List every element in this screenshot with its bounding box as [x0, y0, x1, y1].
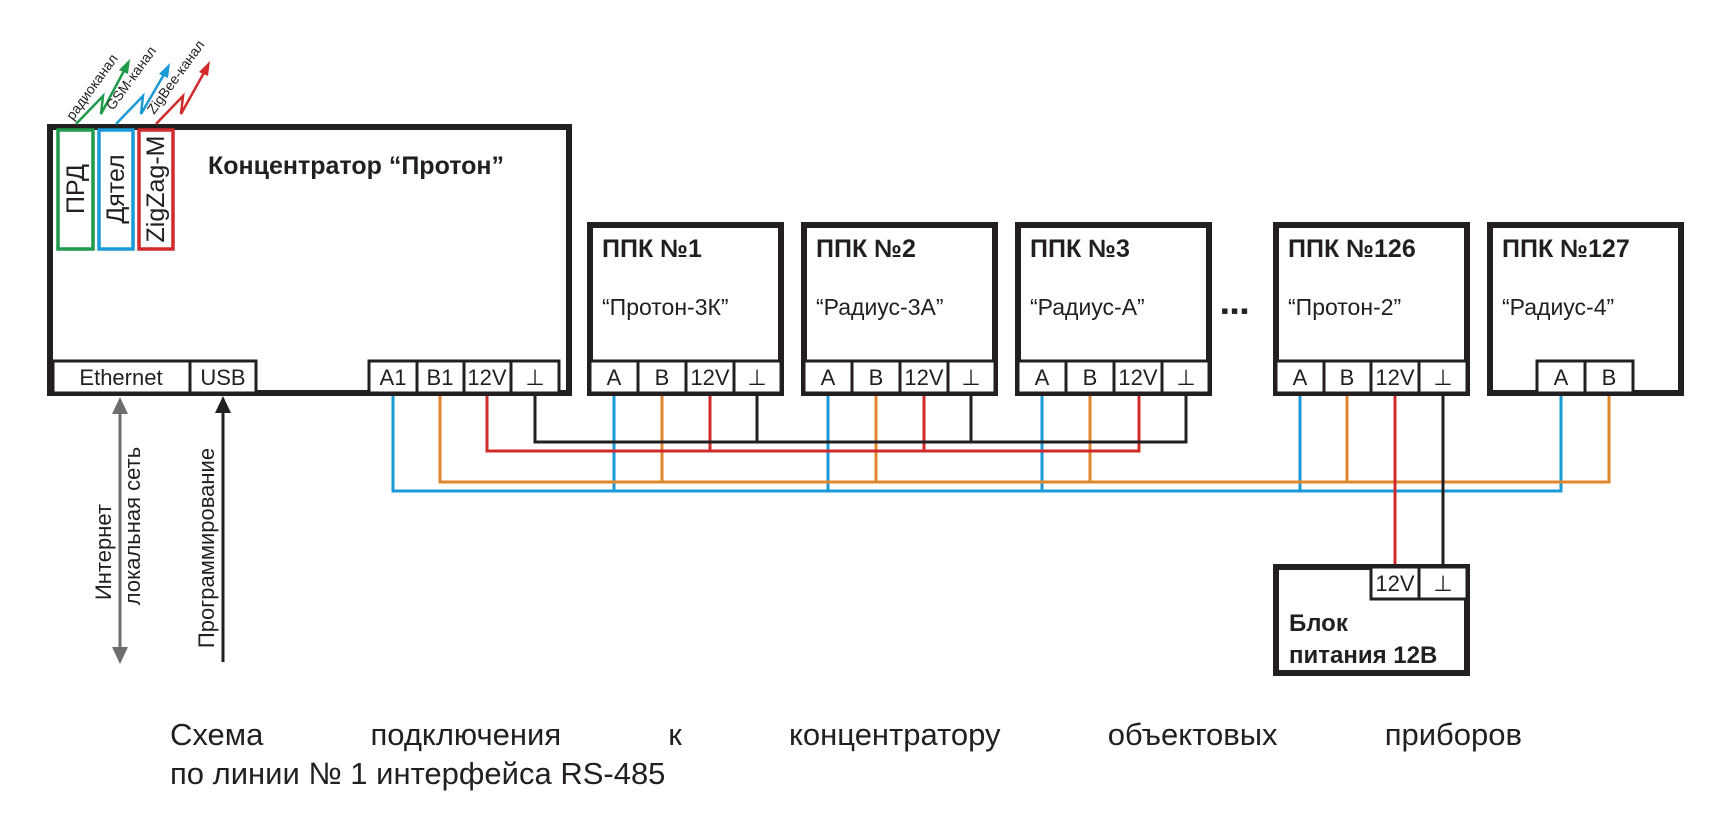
- ethernet-port: [51, 359, 192, 395]
- concentrator-terminal-gnd: [509, 359, 561, 395]
- network-arrow-down-head: [112, 647, 128, 664]
- psu-terminal-label: 12V: [1375, 571, 1414, 596]
- gsm-channel-arrow: [115, 70, 168, 125]
- ethernet-port-label: Ethernet: [79, 365, 162, 390]
- module-zigzag-frame: [137, 128, 175, 251]
- gsm-channel-arrowhead: [159, 63, 170, 78]
- module-prd-frame: [56, 128, 95, 251]
- wire-gnd-bus: [533, 393, 1188, 444]
- psu-title-line2: питания 12В: [1289, 642, 1437, 669]
- wire-b-bus: [438, 393, 1611, 484]
- device-model: “Радиус-4”: [1502, 294, 1614, 320]
- bus-wires: [391, 393, 1611, 567]
- device-terminal-label: A: [1554, 365, 1569, 390]
- device-terminal-label: A: [607, 365, 622, 390]
- device-title: ППК №2: [816, 235, 916, 263]
- network-arrow-up-head: [112, 397, 128, 414]
- programming-arrow: [215, 396, 231, 662]
- module-prd-label: ПРД: [62, 164, 90, 214]
- concentrator: Концентратор “Протон” ПРД Дятел ZigZag-M…: [47, 37, 572, 396]
- concentrator-box: [47, 124, 572, 396]
- concentrator-terminal-label: A1: [380, 365, 407, 390]
- device-terminal-label: ⊥: [961, 365, 980, 390]
- radio-channel-label: радиоканал: [62, 51, 120, 123]
- device-terminal-label: B: [1083, 365, 1098, 390]
- usb-port: [188, 359, 258, 395]
- device-title: ППК №126: [1288, 235, 1416, 263]
- programming-arrow-head: [215, 396, 231, 413]
- wireless-channels: [75, 59, 210, 125]
- device-terminal-label: A: [1035, 365, 1050, 390]
- psu-terminal-label: ⊥: [1433, 571, 1452, 596]
- module-zigzag-label: ZigZag-M: [142, 136, 170, 243]
- caption-line-2: по линии № 1 интерфейса RS-485: [170, 756, 666, 791]
- device-terminal-label: B: [655, 365, 670, 390]
- radio-channel-arrowhead: [119, 59, 130, 74]
- zigbee-channel-arrow: [155, 68, 208, 125]
- network-label-line2: локальная сеть: [120, 447, 145, 605]
- network-arrow: [112, 397, 128, 664]
- device-ppk3: ППК №3 “Радиус-А” A B 12V ⊥: [1015, 222, 1212, 396]
- concentrator-terminal-label: 12V: [467, 365, 506, 390]
- device-terminal-label: B: [1602, 365, 1617, 390]
- device-terminal-label: ⊥: [747, 365, 766, 390]
- device-terminal-label: 12V: [1375, 365, 1414, 390]
- device-terminal-label: ⊥: [1176, 365, 1195, 390]
- device-terminal-label: B: [1340, 365, 1355, 390]
- psu-title-line1: Блок: [1289, 610, 1349, 637]
- device-terminal-label: 12V: [904, 365, 943, 390]
- device-ellipsis: ▪▪▪: [1221, 298, 1250, 323]
- device-terminal-label: A: [821, 365, 836, 390]
- device-model: “Протон-2”: [1288, 294, 1401, 320]
- device-terminal-label: ⊥: [1433, 365, 1452, 390]
- device-ppk2: ППК №2 “Радиус-3А” A B 12V ⊥: [801, 222, 998, 396]
- power-supply: 12V ⊥ Блок питания 12В: [1273, 564, 1470, 676]
- concentrator-terminal-label: B1: [427, 365, 454, 390]
- device-title: ППК №127: [1502, 235, 1630, 263]
- device-ppk126: ППК №126 “Протон-2” A B 12V ⊥: [1273, 222, 1470, 396]
- concentrator-title: Концентратор “Протон”: [208, 152, 504, 180]
- zigbee-channel-arrowhead: [199, 61, 210, 76]
- wire-12v-bus: [485, 393, 1141, 453]
- module-dyatel-frame: [97, 128, 135, 251]
- device-terminal-label: B: [869, 365, 884, 390]
- caption-line-1: Схема подключения к концентратору объект…: [170, 717, 1522, 752]
- device-model: “Радиус-А”: [1030, 294, 1145, 320]
- device-terminal-label: 12V: [690, 365, 729, 390]
- concentrator-terminal-label: ⊥: [525, 365, 544, 390]
- device-ppk1: ППК №1 “Протон-3К” A B 12V ⊥: [587, 222, 784, 396]
- device-title: ППК №1: [602, 235, 702, 263]
- network-label-line1: Интернет: [91, 504, 116, 600]
- device-model: “Радиус-3А”: [816, 294, 944, 320]
- programming-label: Программирование: [194, 448, 219, 648]
- device-title: ППК №3: [1030, 235, 1130, 263]
- device-terminal-label: 12V: [1118, 365, 1157, 390]
- device-ppk127: ППК №127 “Радиус-4” A B: [1487, 222, 1684, 396]
- usb-port-label: USB: [200, 365, 245, 390]
- device-terminal-label: A: [1293, 365, 1308, 390]
- radio-channel-arrow: [75, 66, 128, 125]
- device-model: “Протон-3К”: [602, 294, 729, 320]
- module-dyatel-label: Дятел: [102, 154, 130, 223]
- wire-a-bus: [391, 393, 1563, 493]
